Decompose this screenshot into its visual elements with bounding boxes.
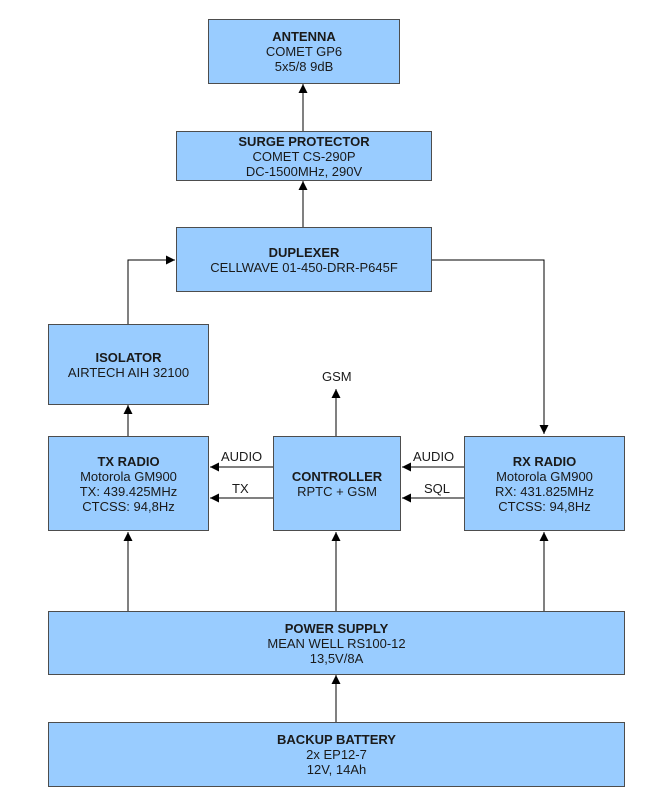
duplexer-model: CELLWAVE 01-450-DRR-P645F: [210, 259, 398, 275]
arrow-isolator-to-duplexer: [127, 255, 175, 324]
controller-block: CONTROLLER RPTC + GSM: [273, 436, 401, 531]
controller-model: RPTC + GSM: [297, 483, 377, 499]
tx-radio-model: Motorola GM900: [80, 468, 177, 484]
power-title: POWER SUPPLY: [284, 620, 389, 636]
rx-radio-block: RX RADIO Motorola GM900 RX: 431.825MHz C…: [464, 436, 625, 531]
controller-title: CONTROLLER: [291, 468, 383, 484]
surge-spec: DC-1500MHz, 290V: [245, 163, 363, 179]
tx-radio-title: TX RADIO: [97, 453, 160, 469]
surge-protector-block: SURGE PROTECTOR COMET CS-290P DC-1500MHz…: [176, 131, 432, 181]
audio-tx-label: AUDIO: [221, 449, 263, 464]
battery-model: 2x EP12-7: [306, 747, 367, 762]
isolator-block: ISOLATOR AIRTECH AIH 32100: [48, 324, 209, 405]
rx-radio-model: Motorola GM900: [496, 468, 593, 484]
duplexer-block: DUPLEXER CELLWAVE 01-450-DRR-P645F: [176, 227, 432, 292]
antenna-title: ANTENNA: [272, 29, 336, 44]
rx-radio-ctcss: CTCSS: 94,8Hz: [498, 498, 591, 514]
backup-battery-block: BACKUP BATTERY 2x EP12-7 12V, 14Ah: [48, 722, 625, 787]
antenna-model: COMET GP6: [265, 44, 343, 59]
rx-radio-frequency: RX: 431.825MHz: [495, 483, 594, 499]
power-model: MEAN WELL RS100-12: [267, 635, 406, 651]
isolator-model: AIRTECH AIH 32100: [67, 364, 190, 380]
power-spec: 13,5V/8A: [309, 650, 364, 666]
isolator-title: ISOLATOR: [95, 349, 162, 365]
battery-title: BACKUP BATTERY: [277, 732, 396, 747]
tx-radio-block: TX RADIO Motorola GM900 TX: 439.425MHz C…: [48, 436, 209, 531]
surge-model: COMET CS-290P: [252, 148, 356, 164]
audio-rx-label: AUDIO: [413, 449, 455, 464]
battery-spec: 12V, 14Ah: [306, 762, 367, 777]
power-supply-block: POWER SUPPLY MEAN WELL RS100-12 13,5V/8A: [48, 611, 625, 675]
arrow-duplexer-to-rx: [432, 259, 549, 434]
tx-radio-frequency: TX: 439.425MHz: [79, 483, 178, 499]
rx-radio-title: RX RADIO: [512, 453, 577, 469]
surge-title: SURGE PROTECTOR: [238, 133, 370, 149]
antenna-block: ANTENNA COMET GP6 5x5/8 9dB: [208, 19, 400, 84]
duplexer-title: DUPLEXER: [268, 244, 340, 260]
tx-label: TX: [232, 481, 249, 496]
antenna-spec: 5x5/8 9dB: [274, 59, 334, 74]
sql-label: SQL: [424, 481, 451, 496]
tx-radio-ctcss: CTCSS: 94,8Hz: [82, 498, 175, 514]
gsm-label: GSM: [322, 369, 352, 384]
